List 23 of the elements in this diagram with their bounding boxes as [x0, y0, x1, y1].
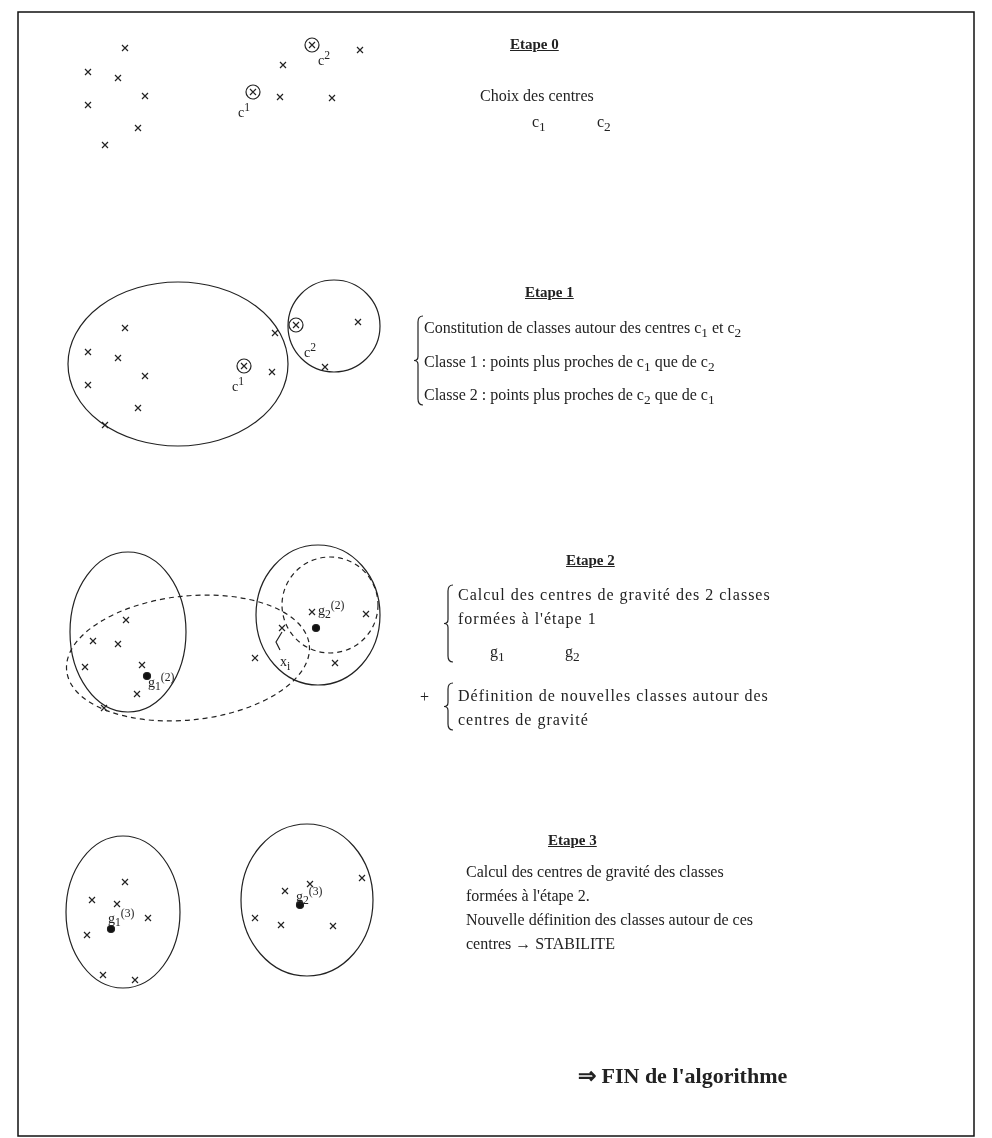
- conclusion-text: ⇒ FIN de l'algorithme: [578, 1064, 788, 1088]
- step-description: Calcul des centres de gravité des classes formées à l'étape 2.: [466, 862, 725, 907]
- center-label: g$_{1}$: [490, 642, 505, 667]
- step-description: Constitution de classes autour des centres c$_{1}$ et c$_{2}$: [424, 318, 742, 343]
- point-label: c$^{2}$: [318, 48, 331, 69]
- point-label: c$^{1}$: [238, 100, 251, 121]
- step-description: Nouvelle définition des classes autour de ces centres → STABILITE: [466, 910, 755, 954]
- point-label: c$^{2}$: [304, 340, 317, 361]
- plus-sign: +: [420, 687, 430, 707]
- step-heading: Etape 1: [525, 283, 574, 302]
- step-heading: Etape 0: [510, 35, 559, 54]
- step-description: Calcul des centres de gravité des 2 classes formées à l'étape 1: [458, 585, 772, 630]
- step-description: Classe 2 : points plus proches de c$_{2}$ que de c$_{1}$: [424, 385, 715, 410]
- point-label: c$^{1}$: [232, 374, 245, 395]
- step-description: Choix des centres: [480, 86, 594, 106]
- center-label: c$_{1}$: [532, 112, 546, 137]
- step-description: Définition de nouvelles classes autour des centres de gravité: [458, 686, 770, 731]
- point-label: x$_{i}$: [280, 654, 291, 675]
- center-label: c$_{2}$: [597, 112, 611, 137]
- step-description: Classe 1 : points plus proches de c$_{1}$ que de c$_{2}$: [424, 352, 715, 377]
- step-heading: Etape 3: [548, 831, 597, 850]
- step-heading: Etape 2: [566, 551, 615, 570]
- center-label: g$_{2}$: [565, 642, 580, 667]
